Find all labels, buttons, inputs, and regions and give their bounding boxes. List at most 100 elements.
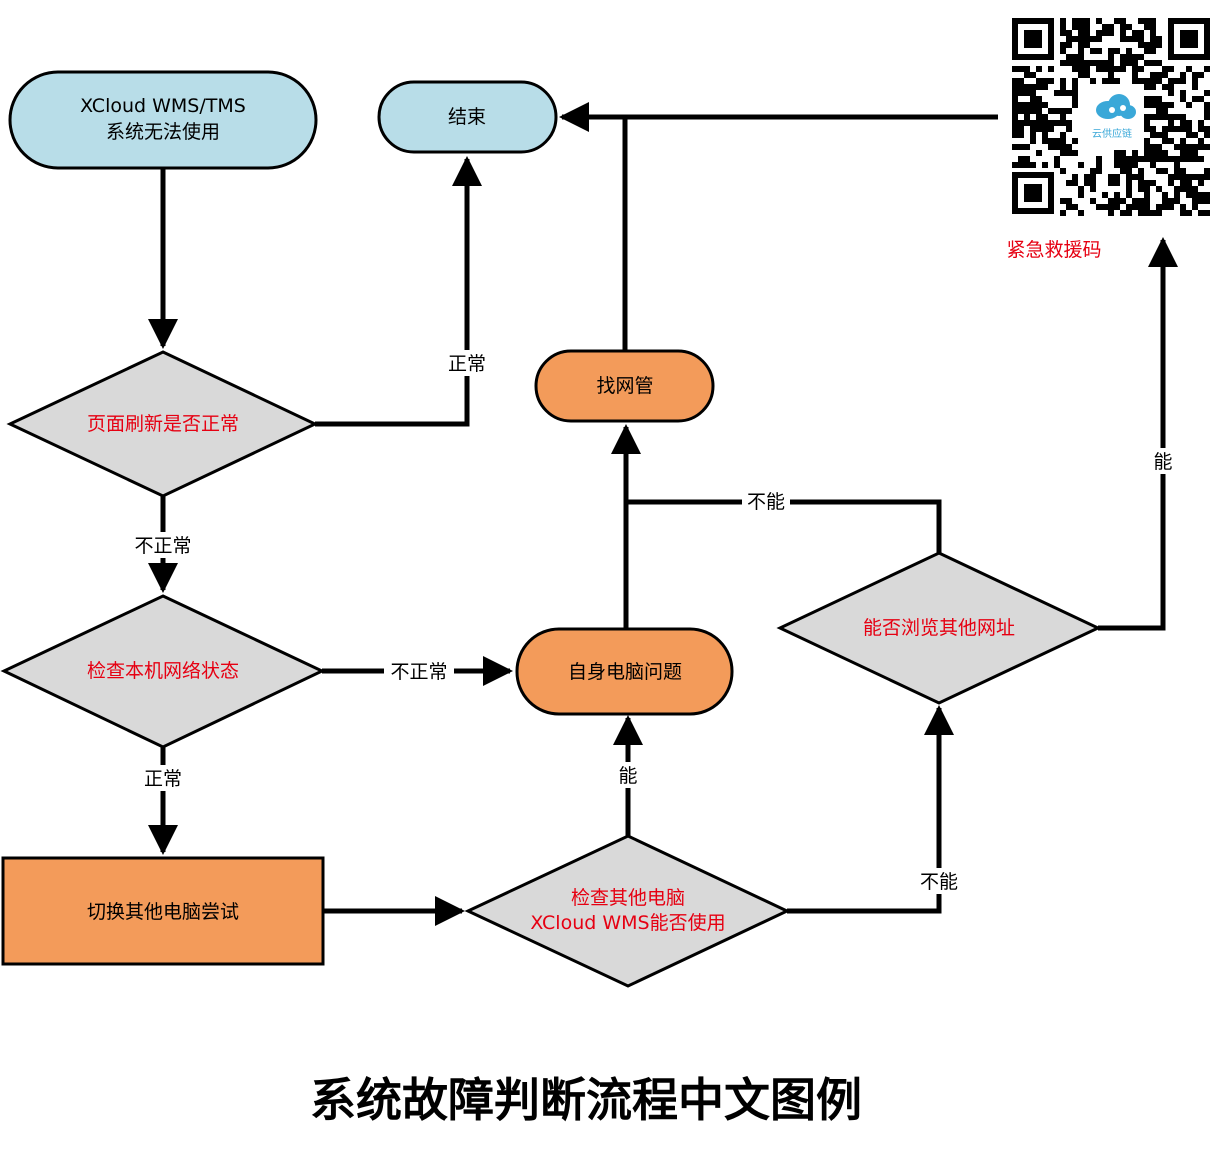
qr-module: [1030, 96, 1036, 102]
qr-module: [1168, 204, 1174, 210]
qr-module: [1096, 36, 1102, 42]
qr-module: [1060, 144, 1066, 150]
qr-module: [1042, 102, 1048, 108]
qr-module: [1168, 78, 1174, 84]
qr-module: [1204, 144, 1210, 150]
qr-module: [1036, 108, 1042, 114]
qr-module: [1132, 66, 1138, 72]
qr-module: [1144, 210, 1150, 216]
qr-module: [1192, 192, 1198, 198]
qr-module: [1138, 198, 1144, 204]
qr-module: [1096, 156, 1102, 162]
qr-module: [1198, 156, 1204, 162]
qr-module: [1144, 186, 1150, 192]
qr-module: [1204, 174, 1210, 180]
qr-module: [1090, 180, 1096, 186]
qr-module: [1132, 204, 1138, 210]
qr-module: [1012, 114, 1018, 120]
qr-module: [1108, 30, 1114, 36]
qr-module: [1024, 84, 1030, 90]
qr-module: [1150, 24, 1156, 30]
qr-module: [1114, 198, 1120, 204]
qr-module: [1144, 156, 1150, 162]
qr-module: [1156, 42, 1162, 48]
qr-module: [1120, 24, 1126, 30]
qr-module: [1162, 84, 1168, 90]
qr-module: [1030, 102, 1036, 108]
qr-module: [1036, 66, 1042, 72]
qr-module: [1072, 174, 1078, 180]
qr-module: [1060, 198, 1066, 204]
qr-module: [1018, 144, 1024, 150]
emergency-qr-code[interactable]: 云供应链: [1010, 16, 1212, 216]
qr-module: [1162, 168, 1168, 174]
qr-module: [1096, 48, 1102, 54]
qr-module: [1132, 162, 1138, 168]
qr-module: [1138, 30, 1144, 36]
browse-check-decision: 能否浏览其他网址: [776, 551, 1102, 705]
qr-module: [1072, 36, 1078, 42]
label-refresh-ok: 正常: [448, 353, 486, 375]
qr-module: [1120, 210, 1126, 216]
qr-module: [1120, 18, 1126, 24]
qr-module: [1126, 60, 1132, 66]
qr-module: [1012, 66, 1018, 72]
qr-module: [1126, 54, 1132, 60]
qr-module: [1198, 198, 1204, 204]
qr-module: [1066, 198, 1072, 204]
qr-module: [1180, 72, 1186, 78]
qr-module: [1138, 54, 1144, 60]
qr-module: [1066, 180, 1072, 186]
qr-module: [1186, 210, 1192, 216]
qr-module: [1186, 132, 1192, 138]
qr-module: [1072, 138, 1078, 144]
qr-module: [1168, 180, 1174, 186]
qr-module: [1066, 42, 1072, 48]
qr-module: [1144, 198, 1150, 204]
qr-module: [1138, 66, 1144, 72]
qr-module: [1150, 102, 1156, 108]
qr-module: [1036, 84, 1042, 90]
qr-module: [1024, 162, 1030, 168]
edge-labels: 正常 不正常 不正常 正常 能 不能 不能 能: [128, 350, 1178, 894]
qr-module: [1180, 150, 1186, 156]
qr-module: [1156, 150, 1162, 156]
qr-module: [1114, 150, 1120, 156]
qr-module: [1120, 36, 1126, 42]
qr-module: [1204, 126, 1210, 132]
qr-module: [1192, 156, 1198, 162]
qr-module: [1162, 114, 1168, 120]
qr-module: [1012, 84, 1018, 90]
qr-module: [1126, 210, 1132, 216]
qr-module: [1018, 156, 1024, 162]
qr-module: [1042, 84, 1048, 90]
qr-module: [1018, 102, 1024, 108]
qr-module: [1192, 204, 1198, 210]
qr-module: [1198, 96, 1204, 102]
qr-module: [1060, 210, 1066, 216]
qr-module: [1114, 192, 1120, 198]
qr-module: [1012, 90, 1018, 96]
refresh-check-label: 页面刷新是否正常: [87, 413, 239, 435]
qr-module: [1078, 18, 1084, 24]
qr-module: [1168, 84, 1174, 90]
qr-module: [1126, 24, 1132, 30]
qr-module: [1204, 132, 1210, 138]
qr-module: [1078, 210, 1084, 216]
qr-module: [1108, 204, 1114, 210]
qr-module: [1186, 126, 1192, 132]
qr-module: [1204, 114, 1210, 120]
qr-module: [1048, 126, 1054, 132]
qr-module: [1084, 72, 1090, 78]
qr-module: [1132, 72, 1138, 78]
own-pc-issue-process: 自身电脑问题: [515, 627, 734, 716]
edge-other-pc-cannot-to-browse: [787, 705, 954, 914]
qr-module: [1186, 144, 1192, 150]
qr-module: [1012, 120, 1018, 126]
end-terminal: 结束: [377, 80, 558, 154]
find-admin-process: 找网管: [534, 349, 715, 423]
qr-module: [1180, 168, 1186, 174]
qr-module: [1084, 66, 1090, 72]
qr-module: [1174, 162, 1180, 168]
qr-module: [1150, 132, 1156, 138]
